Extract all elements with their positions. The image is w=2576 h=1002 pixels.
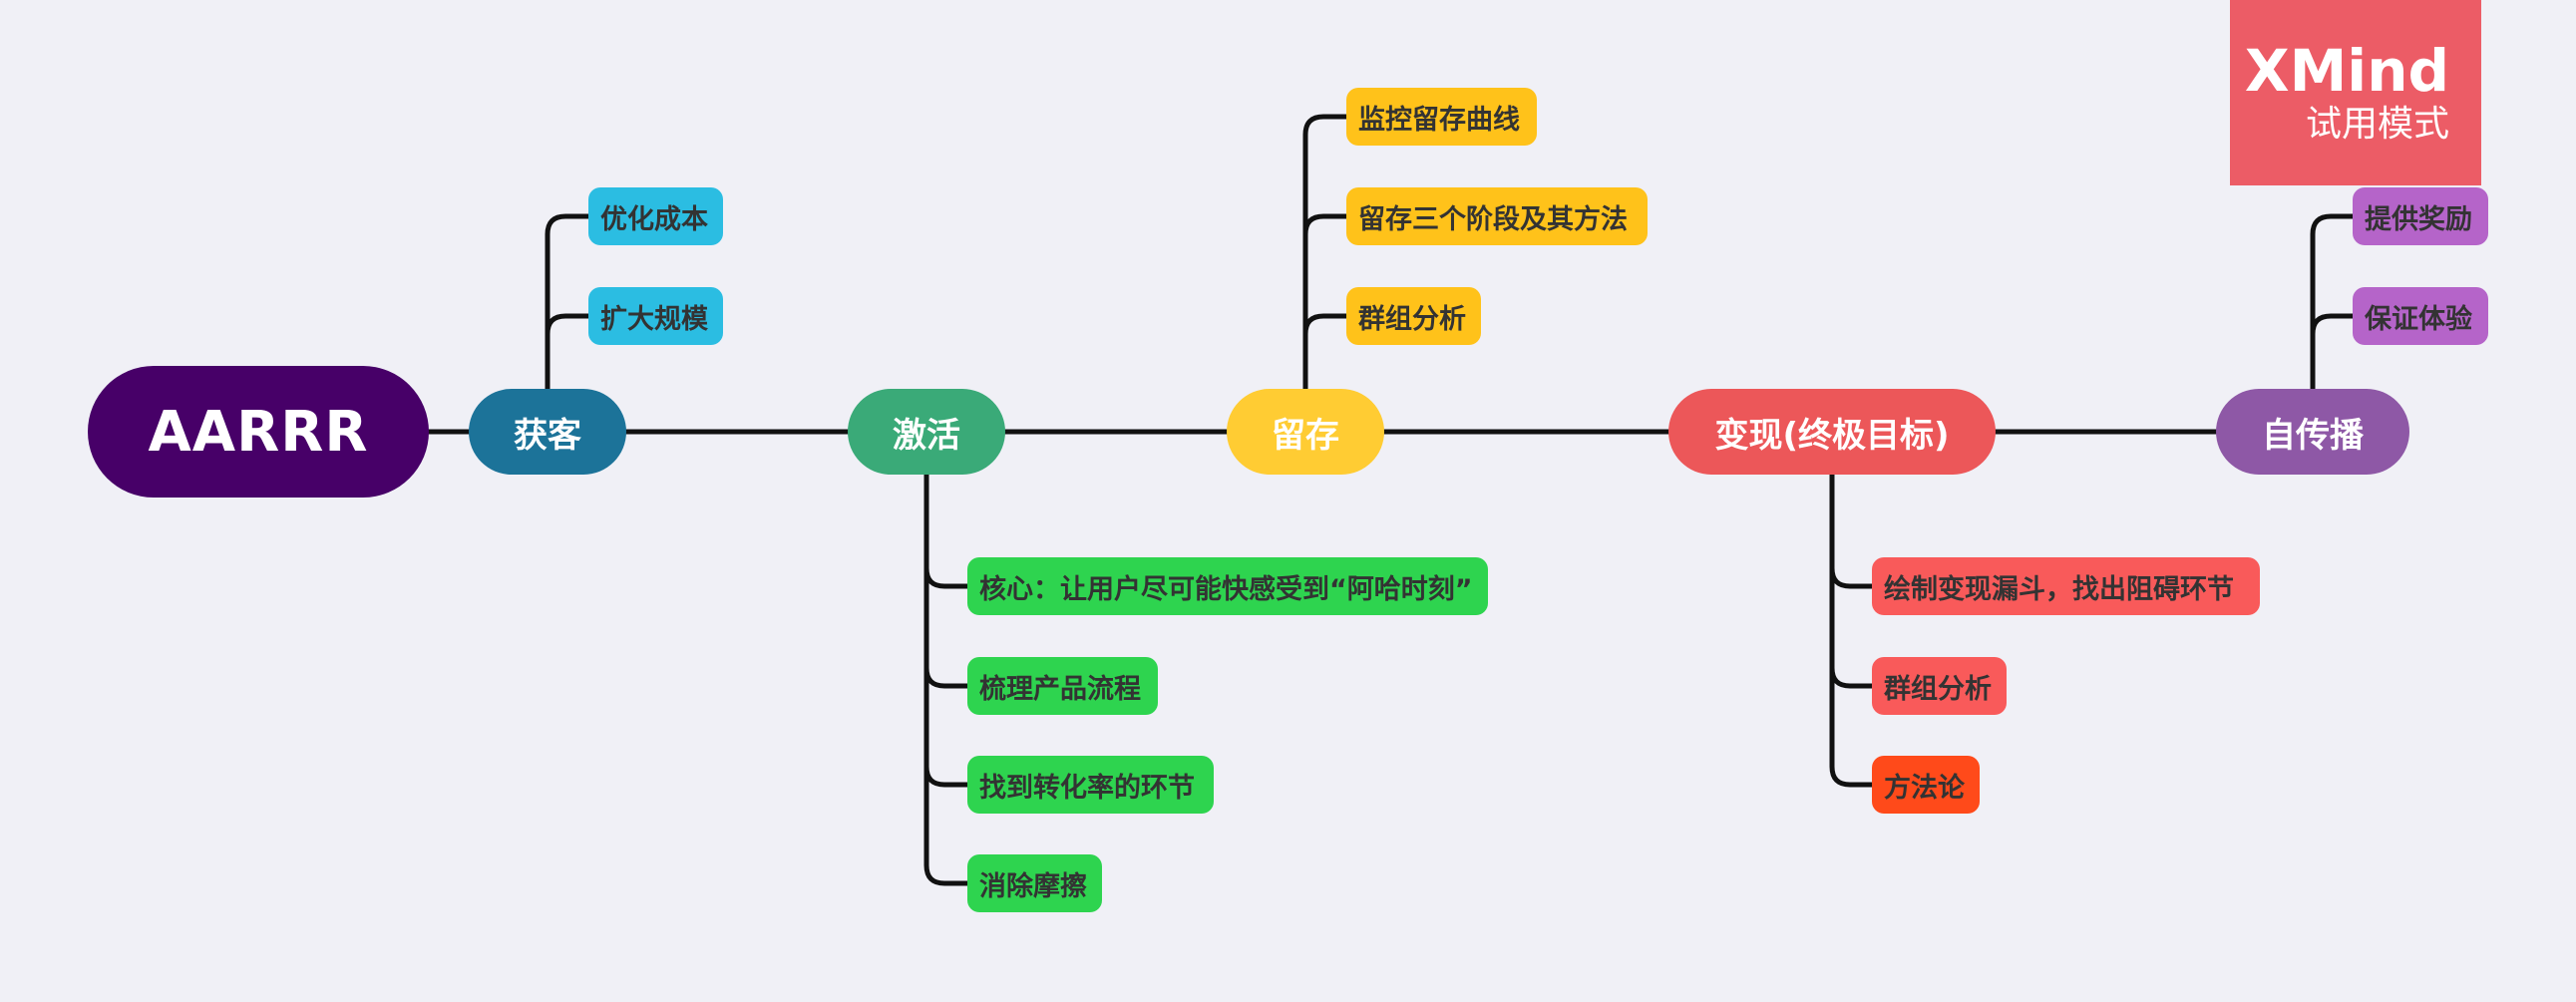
subtopic-label: 留存三个阶段及其方法 xyxy=(1358,203,1628,235)
branch-line xyxy=(1302,313,1349,392)
subtopic-optimize-cost[interactable]: 优化成本 xyxy=(588,187,723,245)
root-topic-aarrr[interactable]: AARRR xyxy=(88,366,429,498)
subtopic-label: 群组分析 xyxy=(1358,303,1466,335)
root-topic-label: AARRR xyxy=(148,399,369,465)
subtopic-label: 梳理产品流程 xyxy=(979,673,1141,705)
subtopic-label: 扩大规模 xyxy=(600,303,708,335)
watermark-brand: XMind xyxy=(2244,37,2449,105)
stage-label: 激活 xyxy=(893,415,960,456)
subtopic-label: 找到转化率的环节 xyxy=(979,772,1195,804)
stage-label: 变现(终极目标) xyxy=(1714,415,1950,456)
branch-line xyxy=(545,213,591,392)
stage-referral[interactable]: 自传播 xyxy=(2216,389,2409,475)
subtopic-label: 保证体验 xyxy=(2365,303,2472,335)
branch-line xyxy=(923,472,970,589)
subtopic-label: 方法论 xyxy=(1884,772,1965,804)
subtopic-cohort-analysis[interactable]: 群组分析 xyxy=(1872,657,2007,715)
branch-line xyxy=(1302,213,1349,392)
subtopic-conversion-steps[interactable]: 找到转化率的环节 xyxy=(967,756,1214,814)
branch-line xyxy=(545,313,591,392)
branch-line xyxy=(1829,472,1875,788)
subtopic-cohort-analysis[interactable]: 群组分析 xyxy=(1346,287,1481,345)
subtopic-methodology[interactable]: 方法论 xyxy=(1872,756,1980,814)
subtopic-product-flow[interactable]: 梳理产品流程 xyxy=(967,657,1158,715)
stage-retention[interactable]: 留存 xyxy=(1227,389,1384,475)
branch-line xyxy=(923,472,970,788)
stage-acquisition[interactable]: 获客 xyxy=(469,389,626,475)
subtopic-label: 绘制变现漏斗，找出阻碍环节 xyxy=(1884,573,2234,605)
stage-label: 自传播 xyxy=(2262,415,2364,456)
branch-line xyxy=(1302,114,1349,392)
subtopic-retention-curve[interactable]: 监控留存曲线 xyxy=(1346,88,1537,146)
branch-line xyxy=(923,472,970,886)
subtopic-label: 群组分析 xyxy=(1884,673,1992,705)
subtopic-provide-rewards[interactable]: 提供奖励 xyxy=(2353,187,2488,245)
subtopic-ensure-experience[interactable]: 保证体验 xyxy=(2353,287,2488,345)
subtopic-label: 提供奖励 xyxy=(2365,203,2472,235)
stage-label: 获客 xyxy=(514,415,581,456)
subtopic-label: 监控留存曲线 xyxy=(1358,104,1520,136)
subtopic-label: 消除摩擦 xyxy=(979,870,1087,902)
subtopic-label: 核心：让用户尽可能快感受到“阿哈时刻” xyxy=(979,573,1473,605)
subtopic-revenue-funnel[interactable]: 绘制变现漏斗，找出阻碍环节 xyxy=(1872,557,2260,615)
stage-activation[interactable]: 激活 xyxy=(848,389,1005,475)
trial-mode-watermark: XMind 试用模式 xyxy=(2230,0,2481,185)
subtopic-expand-scale[interactable]: 扩大规模 xyxy=(588,287,723,345)
subtopic-aha-moment[interactable]: 核心：让用户尽可能快感受到“阿哈时刻” xyxy=(967,557,1488,615)
subtopic-label: 优化成本 xyxy=(600,203,708,235)
stage-label: 留存 xyxy=(1272,415,1339,456)
subtopic-retention-stages[interactable]: 留存三个阶段及其方法 xyxy=(1346,187,1648,245)
branch-line xyxy=(1829,472,1875,589)
subtopic-remove-friction[interactable]: 消除摩擦 xyxy=(967,854,1102,912)
stage-revenue[interactable]: 变现(终极目标) xyxy=(1668,389,1996,475)
branch-line xyxy=(2310,213,2356,392)
watermark-mode: 试用模式 xyxy=(2305,104,2449,145)
branch-line xyxy=(2310,313,2356,392)
